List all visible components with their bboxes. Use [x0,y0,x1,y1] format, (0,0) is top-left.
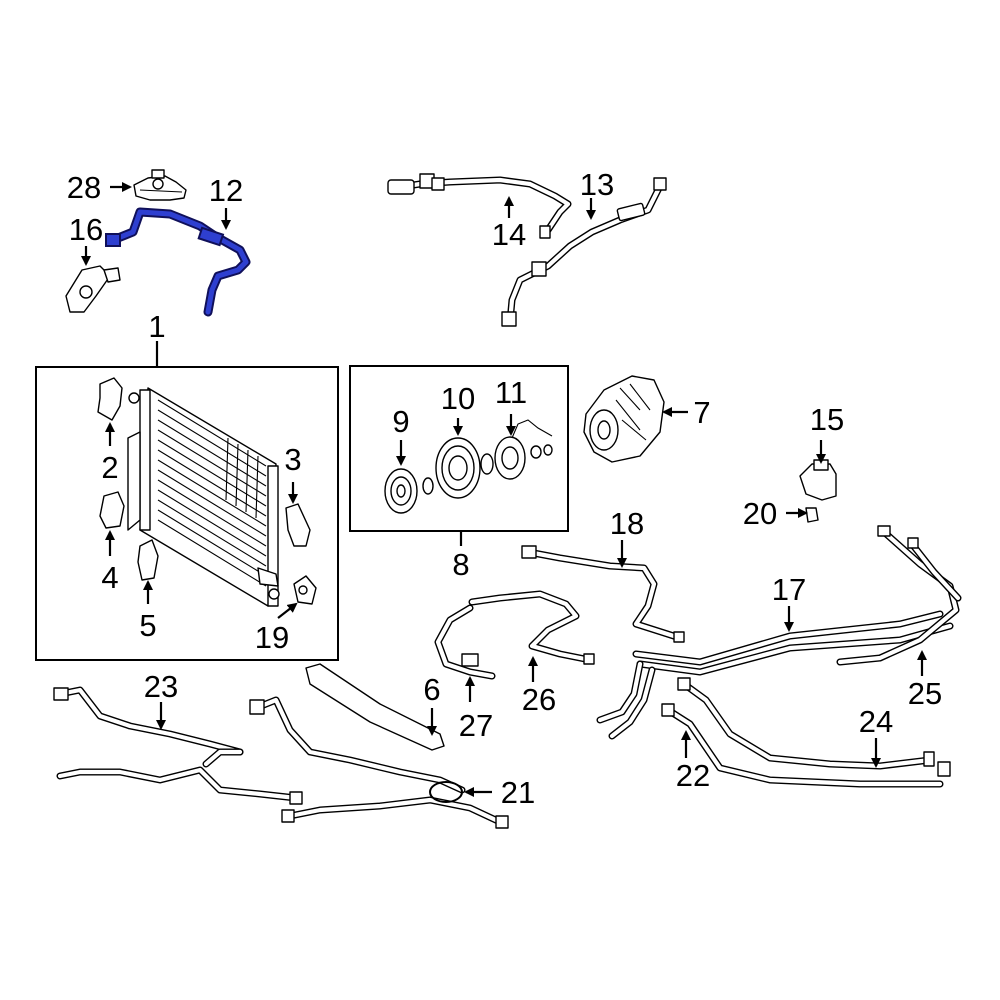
callout-10[interactable]: 10 [441,381,475,416]
callout-18[interactable]: 18 [610,506,644,541]
callout-28[interactable]: 28 [67,170,101,205]
part-5-bracket[interactable] [137,539,159,581]
part-15-switch[interactable] [799,459,837,501]
callout-15[interactable]: 15 [810,402,844,437]
callout-5[interactable]: 5 [139,608,156,643]
part-14-line[interactable] [387,173,572,239]
part-28-valve[interactable] [133,169,187,201]
callout-22[interactable]: 22 [676,758,710,793]
part-26-line[interactable] [468,590,595,665]
callout-7[interactable]: 7 [693,395,710,430]
callout-17[interactable]: 17 [772,572,806,607]
callout-8[interactable]: 8 [452,547,469,582]
part-22-line[interactable] [661,703,951,788]
callout-13[interactable]: 13 [580,167,614,202]
part-16-bracket[interactable] [65,265,121,313]
part-21-line[interactable] [249,696,509,829]
part-7-compressor[interactable] [583,375,665,463]
part-11-coil[interactable] [494,419,553,480]
part-3-bracket[interactable] [285,503,311,547]
part-17-tails[interactable] [596,660,656,740]
callout-27[interactable]: 27 [459,708,493,743]
callout-24[interactable]: 24 [859,704,893,739]
callout-1[interactable]: 1 [148,309,165,344]
clutch-group-box [349,365,569,532]
part-9-clutch-plate[interactable] [384,468,434,514]
callout-16[interactable]: 16 [69,212,103,247]
part-6-hose-cover[interactable] [305,663,445,751]
part-19-seal[interactable] [293,575,317,605]
callout-23[interactable]: 23 [144,669,178,704]
callout-2[interactable]: 2 [101,450,118,485]
part-4-bracket[interactable] [99,491,125,529]
callout-11[interactable]: 11 [495,375,527,410]
callout-12[interactable]: 12 [209,173,243,208]
callout-19[interactable]: 19 [255,620,289,655]
part-10-pulley[interactable] [435,437,494,499]
callout-6[interactable]: 6 [423,672,440,707]
callout-3[interactable]: 3 [284,442,301,477]
part-24-line[interactable] [677,677,935,770]
callout-9[interactable]: 9 [392,404,409,439]
callout-26[interactable]: 26 [522,682,556,717]
condenser-group-box [35,366,339,661]
callout-labels: 1 2 3 4 5 6 7 8 9 10 11 12 13 14 15 16 1… [67,167,942,810]
part-12-hose[interactable] [105,207,251,317]
part-25-line[interactable] [836,525,962,666]
part-18-line[interactable] [521,545,685,643]
callout-4[interactable]: 4 [101,560,118,595]
part-13-line[interactable] [501,177,667,327]
part-20-valve-core[interactable] [805,507,819,523]
callout-14[interactable]: 14 [492,217,526,252]
part-23-line[interactable] [53,686,303,805]
part-17-line[interactable] [632,610,954,676]
part-2-bracket[interactable] [97,377,123,421]
part-1-condenser[interactable] [127,387,280,607]
callout-21[interactable]: 21 [501,775,535,810]
part-27-hose[interactable] [434,604,496,680]
callout-25[interactable]: 25 [908,676,942,711]
callout-arrows [81,182,927,797]
callout-20[interactable]: 20 [743,496,777,531]
